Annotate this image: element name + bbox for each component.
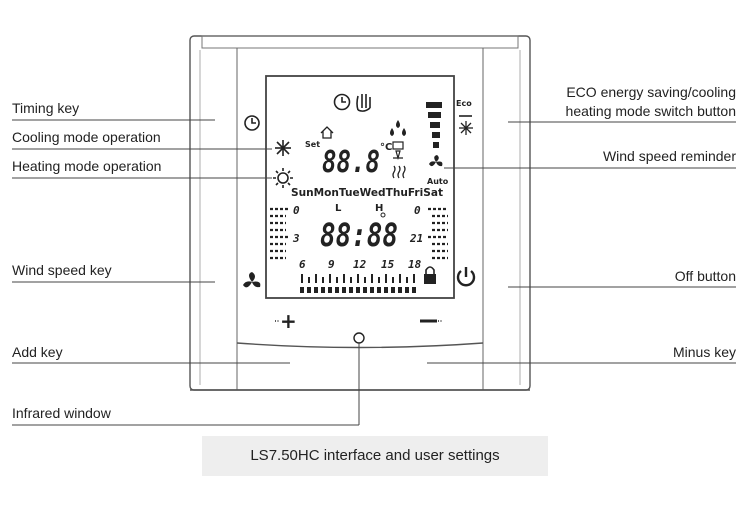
lcd-hour-label: 18 xyxy=(408,258,422,271)
lcd-home-icon xyxy=(320,126,334,139)
label-off-button: Off button xyxy=(674,268,736,284)
label-timing-key: Timing key xyxy=(12,100,80,116)
lcd-days-of-week: SunMonTueWedThuFriSat xyxy=(291,187,443,199)
lcd-hour-label: 6 xyxy=(299,258,306,271)
lcd-lock-icon xyxy=(424,266,436,284)
label-minus-key: Minus key xyxy=(672,344,736,360)
lcd-screen xyxy=(265,75,455,299)
lcd-left-axis-top: 0 xyxy=(293,204,300,217)
label-eco-line1: ECO energy saving/cooling xyxy=(566,84,736,100)
lcd-low-marker: L xyxy=(335,203,342,214)
label-cooling-mode: Cooling mode operation xyxy=(12,129,161,145)
lcd-clock-time: 88:88 xyxy=(320,216,398,254)
lcd-fan-icon xyxy=(429,155,443,167)
lcd-right-scale xyxy=(428,207,448,260)
label-wind-speed-key: Wind speed key xyxy=(12,262,112,278)
lcd-hand-icon xyxy=(356,94,371,112)
lcd-floor-heat-icon xyxy=(392,165,406,179)
lcd-auto-label: Auto xyxy=(427,177,449,186)
power-button-icon[interactable] xyxy=(456,267,476,287)
infrared-window xyxy=(353,332,365,344)
lcd-sun-icon xyxy=(273,168,293,188)
lcd-hour-label: 9 xyxy=(328,258,335,271)
lcd-right-axis-mid: 21 xyxy=(409,232,423,245)
label-add-key: Add key xyxy=(12,344,63,360)
lcd-humidity-icon xyxy=(390,120,406,136)
lcd-hour-dots xyxy=(300,287,416,293)
label-heating-mode: Heating mode operation xyxy=(12,158,162,174)
lcd-hour-label: 15 xyxy=(381,258,395,271)
lcd-clock-icon xyxy=(333,93,351,111)
svg-text:Eco: Eco xyxy=(456,99,472,108)
thermostat-top-bezel xyxy=(201,35,519,49)
lcd-left-axis-mid: 3 xyxy=(292,232,300,245)
figure-caption: LS7.50HC interface and user settings xyxy=(202,436,548,476)
lcd-left-scale xyxy=(270,207,290,260)
lcd-wind-speed-bars xyxy=(426,102,442,148)
add-key-button[interactable]: + xyxy=(275,309,297,333)
wind-speed-key-fan-icon[interactable] xyxy=(243,272,261,288)
label-infrared-window: Infrared window xyxy=(12,405,111,421)
lcd-snowflake-icon xyxy=(275,140,291,156)
label-wind-speed-reminder: Wind speed reminder xyxy=(602,148,736,164)
timing-key-clock-icon[interactable] xyxy=(244,115,260,131)
lcd-hour-ticks xyxy=(301,274,415,283)
label-eco-line2: heating mode switch button xyxy=(565,103,736,119)
lcd-high-marker: H xyxy=(375,203,383,214)
add-key-plus-glyph: + xyxy=(280,309,297,333)
lcd-celsius-unit: °C xyxy=(380,142,392,153)
eco-button-icon[interactable]: Eco xyxy=(456,99,473,135)
lcd-set-label: Set xyxy=(305,140,320,149)
lcd-set-temperature: 88.8 xyxy=(322,145,380,180)
lcd-hour-label: 12 xyxy=(353,258,367,271)
lcd-person-icon xyxy=(392,141,404,161)
lcd-right-axis-top: 0 xyxy=(414,204,421,217)
